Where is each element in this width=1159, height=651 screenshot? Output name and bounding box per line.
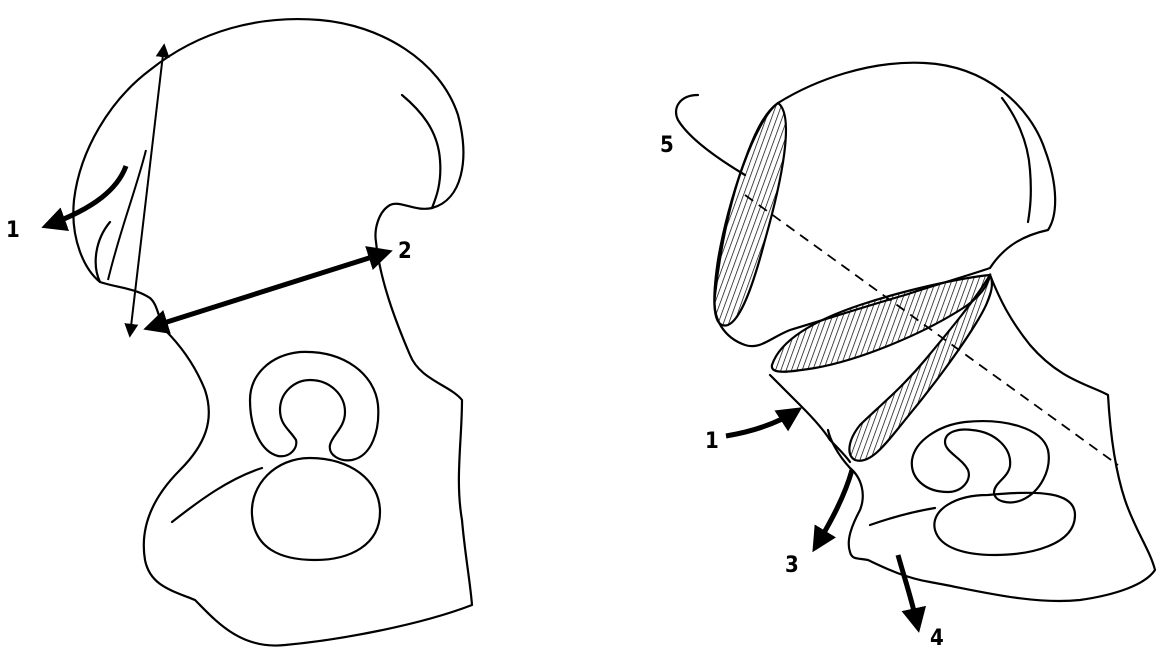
right-arrow-1 xyxy=(726,410,798,436)
rotation-axis-dashed-line xyxy=(745,195,1118,465)
label-right-5: 5 xyxy=(660,133,674,158)
left-acetabulum xyxy=(250,352,378,460)
label-left-1: 1 xyxy=(6,218,20,243)
left-pelvis-figure xyxy=(73,19,472,645)
right-arrow-3 xyxy=(815,470,852,548)
left-curved-arrow-1 xyxy=(46,166,126,226)
label-left-2: 2 xyxy=(398,239,412,264)
right-acetabulum xyxy=(912,421,1049,502)
left-spine-notch xyxy=(96,222,110,282)
label-right-1: 1 xyxy=(705,429,719,454)
left-iliac-crest-curve xyxy=(402,95,440,208)
right-arrow-4 xyxy=(898,555,918,628)
right-line-5-hook xyxy=(676,95,745,175)
label-right-3: 3 xyxy=(785,553,799,578)
left-ischial-line xyxy=(172,468,262,522)
left-thick-arrow-2 xyxy=(148,252,388,328)
left-obturator-foramen xyxy=(252,458,380,560)
label-right-4: 4 xyxy=(930,626,944,651)
right-osteotomy-cuts xyxy=(714,103,992,461)
iliac-cut-surface xyxy=(714,103,786,326)
right-ischial-line xyxy=(870,508,935,525)
left-arrows xyxy=(46,46,388,335)
